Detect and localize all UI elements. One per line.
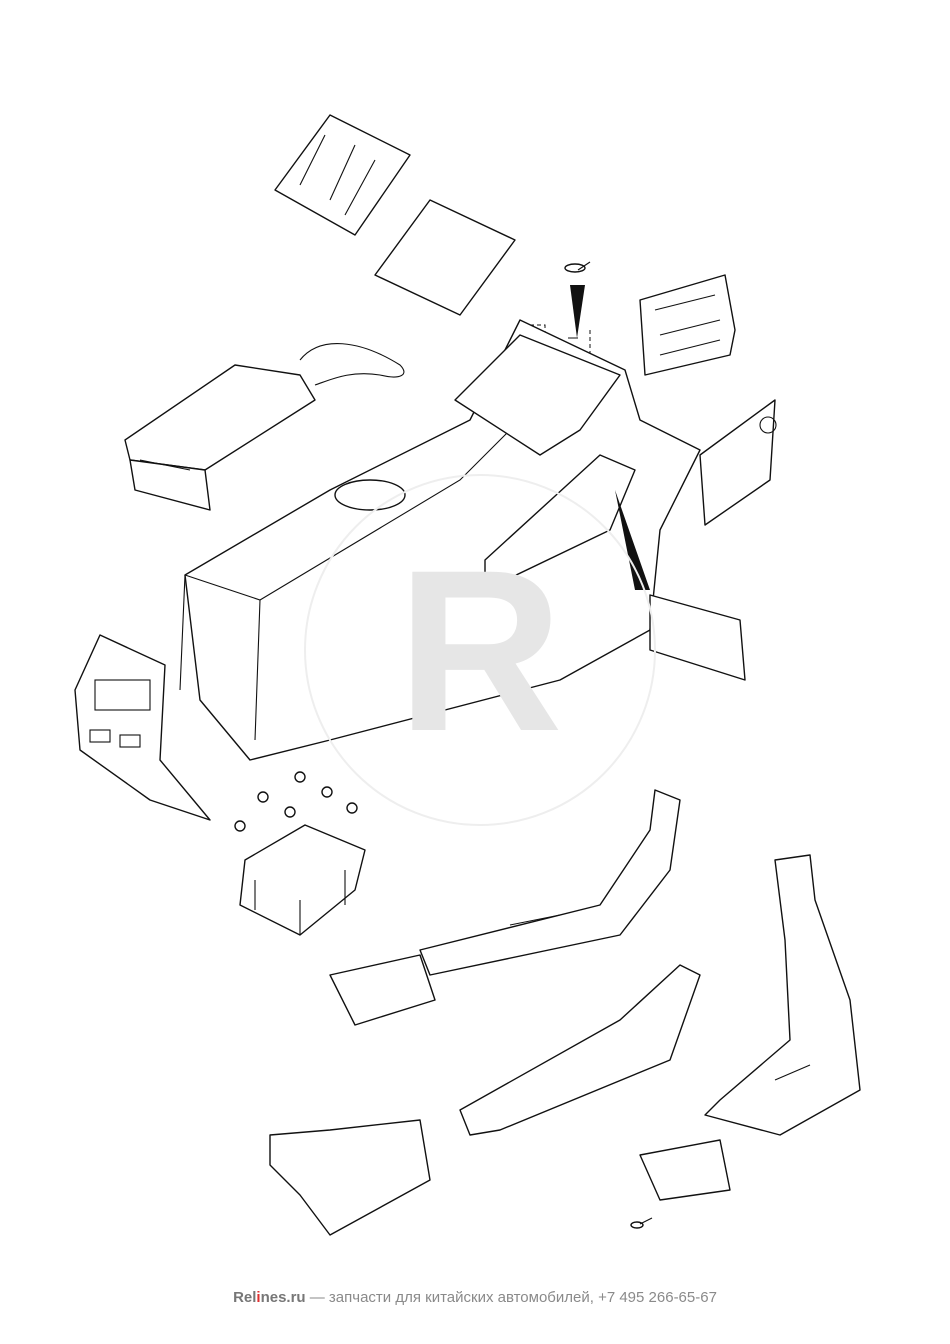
air-duct-right (639, 854, 861, 1201)
footer: Relines.ru — запчасти для китайских авто… (0, 1289, 950, 1306)
bolt-icon (234, 771, 358, 832)
footer-text: — запчасти для китайских автомобилей, +7… (305, 1289, 717, 1306)
brand-link[interactable]: Relines.ru (233, 1289, 306, 1306)
mounting-bracket (239, 824, 366, 936)
storage-compartment (649, 594, 746, 681)
side-trim-panel (639, 274, 736, 376)
rear-vent-panel (74, 634, 211, 821)
console-lid-panel-2 (374, 199, 516, 316)
side-cover (699, 399, 777, 526)
console-lid-panel-1 (274, 114, 411, 236)
brand-suffix: nes.ru (260, 1289, 306, 1306)
screw-icon (630, 1217, 653, 1229)
air-duct-left (269, 1119, 431, 1236)
air-duct-upper (329, 789, 681, 1026)
brand-prefix: Rel (233, 1289, 257, 1306)
brand-i: i (256, 1289, 261, 1306)
air-duct-middle (459, 964, 701, 1136)
armrest (124, 343, 405, 511)
